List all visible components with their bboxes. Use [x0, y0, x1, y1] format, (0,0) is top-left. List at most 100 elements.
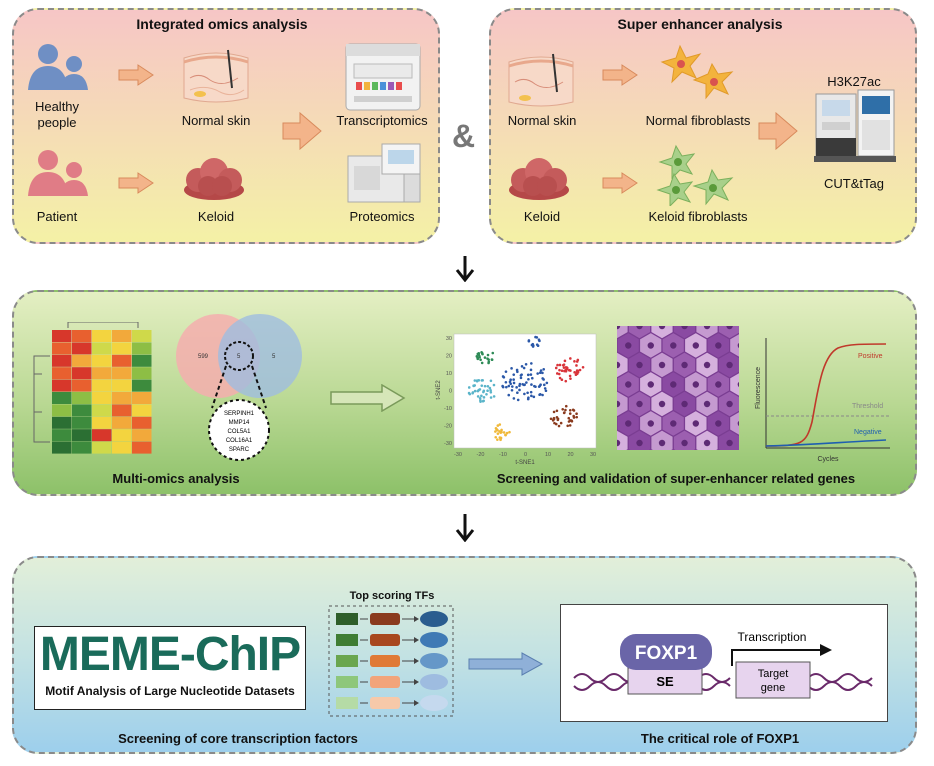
venn-diagram: 599 5 5 SERPINH1 MMP14 COL5A1 COL16A1 SP…	[176, 314, 302, 461]
histology-nucleus	[647, 420, 654, 427]
tsne-point	[491, 351, 495, 355]
normal-skin-label-1: Normal skin	[181, 113, 251, 128]
histology-nucleus	[647, 342, 654, 349]
heatmap-cell	[132, 404, 152, 417]
tsne-point	[492, 395, 496, 398]
tsne-point	[496, 432, 500, 435]
arrow-skin-to-fibroblast-icon	[602, 64, 638, 86]
tsne-point	[557, 372, 561, 376]
keloid-icon-2	[509, 158, 569, 200]
tsne-point	[516, 398, 520, 402]
arrow-healthy-to-skin-icon	[118, 64, 154, 86]
tsne-point	[494, 426, 498, 430]
tsne-point	[575, 372, 579, 376]
super-enhancer-title: Super enhancer analysis	[617, 16, 783, 32]
down-arrow-2-icon	[455, 514, 475, 542]
histology-nucleus	[737, 342, 739, 349]
h3k27ac-label: H3K27ac	[827, 74, 881, 89]
tsne-point	[530, 394, 533, 398]
tsne-point	[507, 384, 511, 388]
tsne-point	[529, 368, 533, 372]
tsne-point	[519, 376, 523, 380]
arrow-patient-to-keloid-icon	[118, 172, 154, 194]
tsne-point	[480, 394, 483, 398]
foxp1-diagram: SE FOXP1 Transcription Target gene	[573, 630, 873, 699]
tf-ellipse	[420, 611, 448, 627]
multi-omics-label: Multi-omics analysis	[112, 471, 240, 486]
tf-arrow-head	[414, 616, 419, 622]
tsne-point	[555, 372, 559, 375]
healthy-people-icon	[28, 44, 88, 90]
ampersand-symbol: &	[452, 118, 476, 154]
tsne-point	[479, 358, 482, 362]
normal-skin-icon	[183, 49, 249, 103]
tsne-point	[496, 438, 499, 441]
tsne-point	[483, 384, 487, 388]
tsne-point	[567, 416, 571, 420]
heatmap-cell	[72, 342, 92, 355]
keloid-icon	[184, 158, 244, 200]
venn-right-count: 5	[272, 354, 276, 360]
tsne-point	[487, 358, 490, 361]
histology-nucleus	[692, 420, 700, 427]
tsne-point	[478, 355, 481, 359]
top-tfs-label: Top scoring TFs	[349, 590, 435, 602]
tsne-point	[510, 367, 513, 370]
tsne-point	[471, 391, 475, 394]
tsne-point	[538, 371, 542, 374]
heatmap-cell	[92, 429, 112, 442]
histology-nucleus	[636, 400, 643, 408]
histology-nucleus	[617, 361, 621, 369]
tsne-point	[501, 375, 505, 378]
heatmap-cell	[72, 404, 92, 417]
tsne-point	[568, 412, 572, 415]
histology-nucleus	[703, 326, 711, 330]
heatmap-cell	[52, 354, 72, 367]
tsne-ytick: 0	[449, 389, 452, 395]
target-gene-label-1: Target	[758, 668, 789, 680]
histology-nucleus	[726, 361, 733, 369]
tsne-point	[526, 391, 529, 395]
tsne-point	[573, 371, 576, 374]
tsne-point	[560, 369, 564, 373]
tsne-point	[549, 417, 553, 421]
tsne-point	[556, 363, 559, 367]
tsne-point	[512, 381, 516, 385]
histology-nucleus	[658, 439, 666, 447]
tsne-point	[561, 407, 565, 411]
histology-nucleus	[658, 326, 666, 330]
tsne-point	[557, 424, 561, 428]
histology-nucleus	[726, 326, 733, 330]
tsne-point	[510, 388, 514, 392]
tsne-point	[500, 430, 503, 434]
tf-ellipse	[420, 653, 448, 669]
tsne-point	[569, 357, 572, 360]
tsne-point	[504, 370, 508, 373]
histology-nucleus	[636, 361, 643, 369]
cut-tag-instrument-icon	[814, 89, 896, 162]
tf-binding-block	[370, 676, 400, 688]
heatmap-cell	[52, 404, 72, 417]
tsne-point	[505, 431, 509, 435]
histology-nucleus	[625, 420, 632, 427]
heatmap-cell	[112, 429, 132, 442]
histology-nucleus	[681, 439, 688, 447]
tsne-point	[534, 385, 537, 389]
tsne-point	[524, 363, 528, 366]
arrow-to-omics-icon	[282, 112, 322, 150]
tsne-point	[520, 365, 524, 368]
tsne-ytick: -30	[444, 441, 452, 447]
tsne-point	[508, 380, 512, 384]
heatmap-cell	[132, 429, 152, 442]
target-gene-label-2: gene	[761, 682, 785, 694]
tsne-point	[496, 424, 500, 427]
heatmap-cell	[92, 441, 112, 454]
tsne-point	[512, 373, 516, 376]
tsne-point	[529, 373, 533, 376]
patient-label: Patient	[36, 209, 78, 224]
heatmap-cell	[92, 367, 112, 380]
tsne-point	[486, 353, 490, 357]
tsne-point	[509, 378, 512, 382]
tsne-point	[483, 356, 487, 359]
tsne-point	[490, 358, 494, 361]
